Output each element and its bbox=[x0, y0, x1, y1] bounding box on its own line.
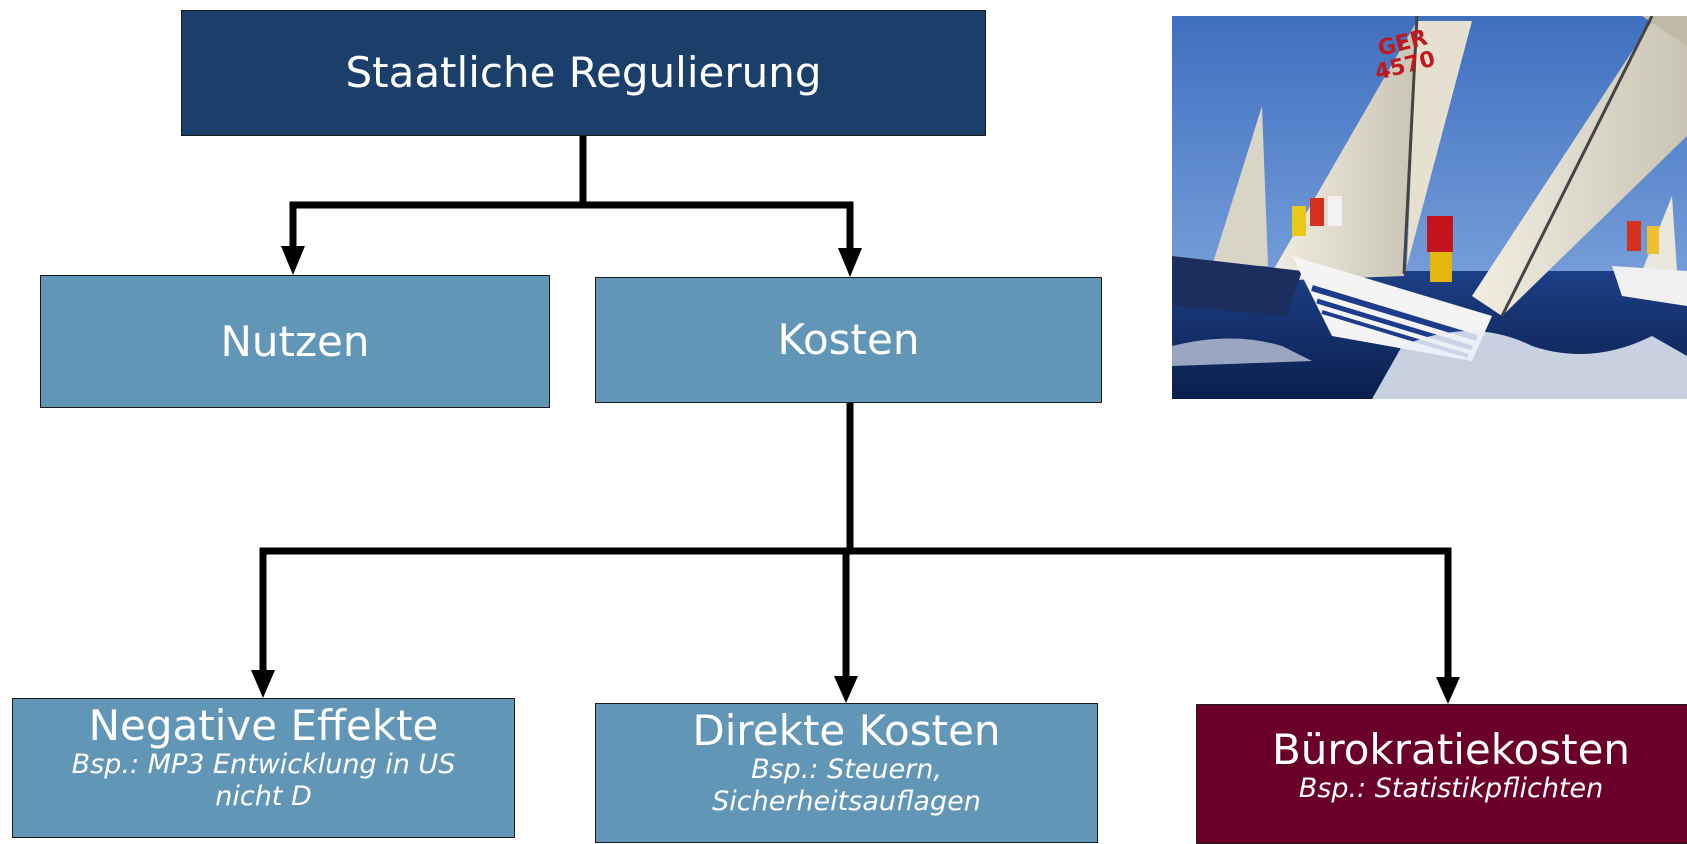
arrowhead-buerokratie bbox=[1436, 677, 1460, 704]
connector-lines bbox=[251, 132, 1460, 704]
node-example: Bsp.: MP3 Entwicklung in US nicht D bbox=[71, 749, 456, 812]
arrowhead-direkte bbox=[834, 676, 858, 703]
node-negative-effekte: Negative Effekte Bsp.: MP3 Entwicklung i… bbox=[12, 698, 515, 838]
node-title: Kosten bbox=[777, 315, 920, 364]
node-nutzen: Nutzen bbox=[40, 275, 550, 408]
node-title: Direkte Kosten bbox=[692, 706, 1001, 755]
node-staatliche-regulierung: Staatliche Regulierung bbox=[181, 10, 986, 136]
node-title: Nutzen bbox=[220, 316, 370, 366]
arrowhead-negative bbox=[251, 670, 275, 698]
node-direkte-kosten: Direkte Kosten Bsp.: Steuern, Sicherheit… bbox=[595, 703, 1098, 843]
node-kosten: Kosten bbox=[595, 277, 1102, 403]
arrowhead-nutzen bbox=[281, 246, 305, 275]
sailing-yacht-photo: GER 4570 bbox=[1172, 16, 1687, 399]
node-example: Bsp.: Statistikpflichten bbox=[1298, 773, 1604, 804]
node-title: Bürokratiekosten bbox=[1271, 725, 1631, 774]
node-example: Bsp.: Steuern, Sicherheitsauflagen bbox=[712, 754, 981, 817]
arrowhead-kosten bbox=[838, 248, 862, 277]
node-title: Staatliche Regulierung bbox=[345, 48, 822, 97]
node-buerokratiekosten: Bürokratiekosten Bsp.: Statistikpflichte… bbox=[1196, 704, 1687, 844]
node-title: Negative Effekte bbox=[88, 701, 439, 750]
